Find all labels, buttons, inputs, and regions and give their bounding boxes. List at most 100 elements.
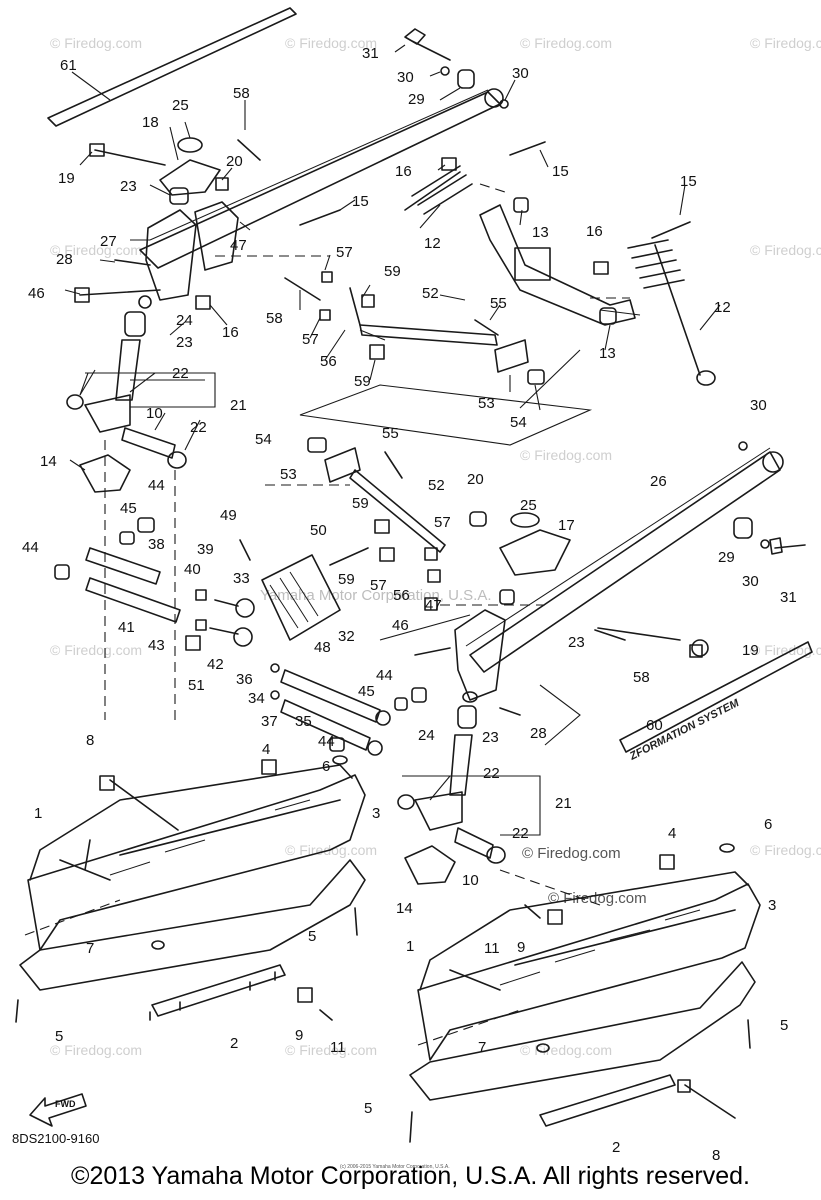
ski-base-right [409, 961, 756, 1101]
watermark: © Firedog.com [285, 1042, 377, 1058]
ski-body-right [417, 883, 761, 1061]
washer-30c [738, 441, 748, 451]
nut-4 [261, 759, 277, 775]
tie-rod-52 [359, 324, 498, 346]
plate-53b [324, 447, 361, 483]
bushing-13b [599, 307, 617, 325]
bracket-18 [159, 159, 221, 196]
callout-36: 36 [236, 671, 253, 688]
callout-12: 12 [714, 299, 731, 316]
ski-slots-left [109, 799, 311, 876]
plate-53 [494, 339, 529, 373]
spindle-knuckle-upper [84, 394, 131, 433]
watermark: © Firedog.com [50, 642, 142, 658]
callout-53: 53 [478, 395, 495, 412]
callout-29: 29 [718, 549, 735, 566]
nut-59b [369, 344, 385, 360]
watermark: © Firedog.com [50, 35, 142, 51]
callout-25: 25 [172, 97, 189, 114]
callout-44: 44 [318, 733, 335, 750]
callout-61: 61 [60, 57, 77, 74]
bolt-15c [651, 221, 691, 239]
washer-6 [332, 755, 348, 765]
bolt-46-head [74, 287, 90, 303]
top-assembly [47, 7, 716, 493]
bushing-45 [119, 531, 135, 545]
stopper-54 [527, 369, 545, 385]
cap-25 [177, 137, 203, 153]
nut-59d [379, 547, 395, 562]
callout-19: 19 [742, 642, 759, 659]
callout-5: 5 [364, 1100, 372, 1117]
watermark: © Firedog.com [50, 242, 142, 258]
stopper-14b [404, 845, 456, 885]
steering-bracket [194, 201, 239, 271]
callout-39: 39 [197, 541, 214, 558]
callout-21: 21 [230, 397, 247, 414]
callout-56: 56 [320, 353, 337, 370]
assembly-lines-top [215, 183, 630, 299]
callout-2: 2 [612, 1139, 620, 1156]
callout-46: 46 [392, 617, 409, 634]
callout-10: 10 [146, 405, 163, 422]
bracket-48 [261, 554, 341, 641]
callout-25: 25 [520, 497, 537, 514]
bracket-21-22-lower [402, 775, 541, 836]
bushing-44b [137, 517, 155, 533]
callout-23: 23 [568, 634, 585, 651]
cap-25b [510, 512, 540, 528]
ski-body-left [27, 774, 366, 951]
callout-30: 30 [397, 69, 414, 86]
stud-5 [354, 907, 358, 936]
washer-6b [719, 843, 735, 853]
callout-14: 14 [396, 900, 413, 917]
callout-51: 51 [188, 677, 205, 694]
shaft-38 [85, 547, 161, 585]
bolt-8b-head [677, 1079, 691, 1093]
ski-line-right [417, 869, 601, 1046]
decal-strip-61 [47, 7, 297, 127]
callout-22: 22 [483, 765, 500, 782]
callout-13: 13 [532, 224, 549, 241]
nut-57 [321, 271, 333, 283]
washer-37 [270, 690, 280, 700]
right-ski-assembly [397, 705, 761, 1143]
assembly-lines-mid2 [379, 614, 581, 746]
beam-end-bushing [484, 88, 504, 108]
callout-45: 45 [120, 500, 137, 517]
small-copyright: (c) 2006-2015 Yamaha Motor Corporation, … [340, 1164, 450, 1170]
callout-21: 21 [555, 795, 572, 812]
callout-47: 47 [230, 237, 247, 254]
watermark: © Firedog.com [750, 35, 821, 51]
callout-30: 30 [750, 397, 767, 414]
callout-5: 5 [308, 928, 316, 945]
bracket-48-detail [269, 571, 319, 629]
bushing-shaft-end2 [367, 740, 383, 756]
stud-5b [15, 999, 19, 1023]
callout-60: 60 [646, 717, 663, 734]
callout-59: 59 [352, 495, 369, 512]
pin-28b [499, 707, 521, 716]
nut-43 [195, 619, 207, 631]
part-code: 8DS2100-9160 [12, 1131, 99, 1146]
nut-59c [374, 519, 390, 534]
callout-55: 55 [490, 295, 507, 312]
washer-7 [151, 940, 165, 950]
nut-57b [319, 309, 331, 321]
washer-7b [536, 1043, 550, 1053]
stopper-block [514, 247, 551, 281]
callout-7: 7 [478, 1039, 486, 1056]
watermark: © Firedog.com [285, 35, 377, 51]
callout-44: 44 [376, 667, 393, 684]
spindle-lower [449, 734, 473, 796]
pin-11b [524, 904, 541, 919]
callout-58: 58 [633, 669, 650, 686]
rod-end-56 [349, 287, 361, 326]
bolt-31b [769, 537, 806, 555]
shaft-32 [280, 669, 381, 723]
callout-28: 28 [56, 251, 73, 268]
ski-handle-right [449, 909, 736, 991]
watermark-center: Yamaha Motor Corporation, U.S.A. [260, 587, 492, 604]
callout-32: 32 [338, 628, 355, 645]
callout-57: 57 [370, 577, 387, 594]
